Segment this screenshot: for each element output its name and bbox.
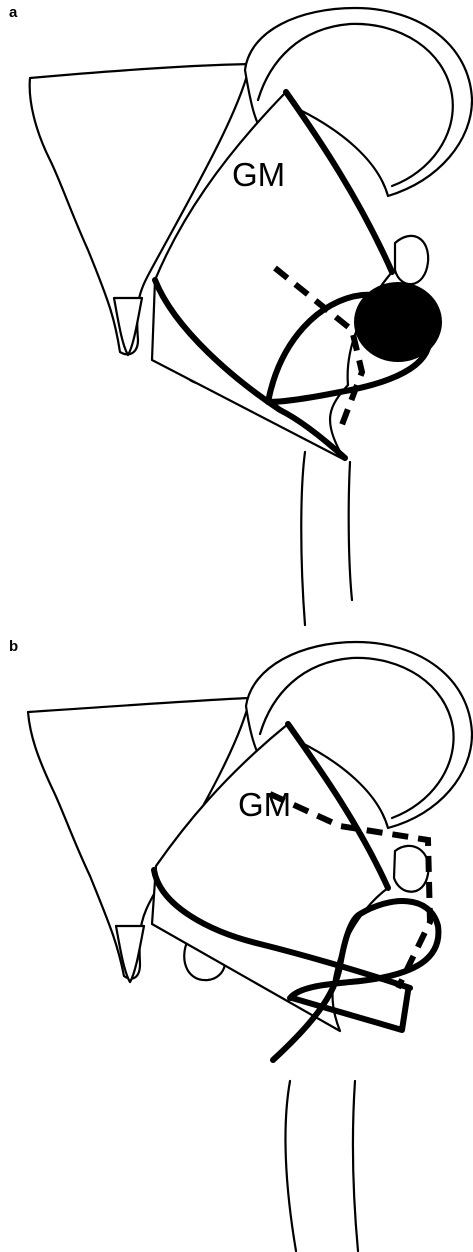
hip-diagram-a: GM: [0, 0, 473, 626]
greater-trochanter: [394, 846, 429, 892]
muscle-label-gm: GM: [238, 786, 291, 823]
greater-trochanter: [395, 236, 428, 284]
hip-diagram-b: GM: [0, 626, 473, 1252]
femur-shaft: [301, 452, 305, 625]
femur-shaft-lateral: [349, 462, 352, 600]
femur-shaft: [285, 1081, 296, 1251]
panel-b: b GM: [0, 626, 473, 1252]
femur-shaft-lateral: [353, 1081, 358, 1251]
panel-a: a GM: [0, 0, 473, 626]
muscle-label-gm: GM: [232, 156, 285, 193]
